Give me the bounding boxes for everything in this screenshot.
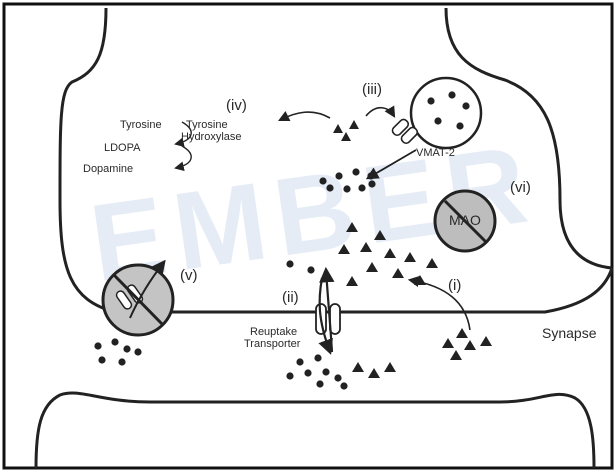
metabolite-pair-center [286, 260, 314, 273]
label-v: (v) [180, 268, 198, 283]
metabolite-cluster-cleft [286, 354, 347, 389]
dopamine-label: Dopamine [83, 164, 133, 175]
uptake-arrow [366, 108, 394, 116]
reuptake-label-line2: Transporter [244, 339, 300, 350]
label-vi: (vi) [510, 180, 531, 195]
postsynaptic-membrane [36, 393, 594, 468]
vesicle-icon [411, 78, 481, 148]
ldopa-label: LDOPA [104, 143, 140, 154]
vmat2-label: VMAT-2 [416, 148, 455, 159]
metabolite-cluster-left [94, 338, 141, 365]
ldopa-dopamine-arrow [176, 146, 191, 168]
dopamine-cluster-top [333, 120, 359, 141]
enzyme-label-line1: Tyrosine [186, 120, 228, 131]
metabolite-cluster-top [319, 168, 375, 192]
dopamine-cluster-center [338, 222, 438, 286]
enzyme-label-line2: Hydroxylase [181, 132, 242, 143]
reuptake-label-line1: Reuptake [250, 327, 297, 338]
synapse-label: Synapse [542, 326, 596, 340]
iv-arrow [280, 112, 330, 120]
label-i: (i) [448, 278, 461, 293]
figure-border [4, 4, 612, 468]
dopamine-cluster-cleft [352, 328, 492, 378]
release-arrow [368, 150, 416, 178]
tyrosine-label: Tyrosine [120, 120, 162, 131]
mao-label: MAO [449, 213, 481, 227]
label-iv: (iv) [226, 98, 247, 113]
label-ii: (ii) [282, 290, 299, 305]
label-iii: (iii) [362, 82, 382, 97]
